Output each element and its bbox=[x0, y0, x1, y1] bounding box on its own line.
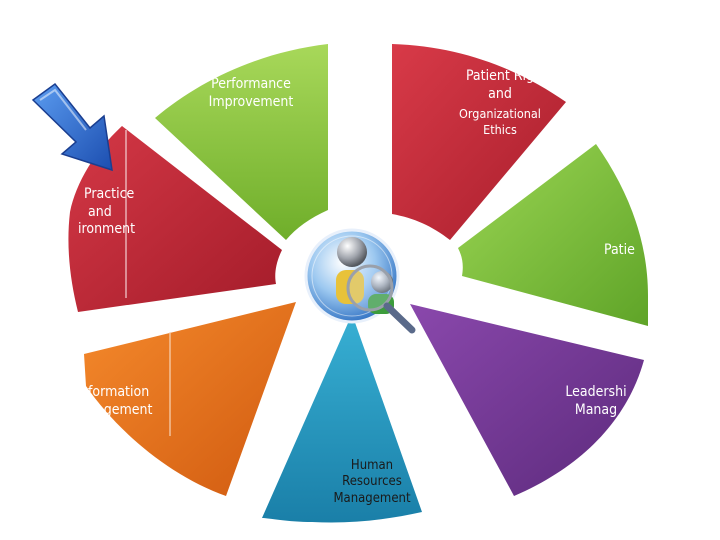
segment-leadership bbox=[410, 304, 644, 496]
label-rights-line3: Organizational bbox=[459, 106, 541, 121]
label-hr-line1: Human bbox=[350, 458, 394, 473]
label-patient-rights: Patient Rig and bbox=[438, 68, 562, 103]
label-hr-line2: Resources bbox=[342, 474, 402, 490]
label-practice-line1: Practice bbox=[84, 186, 135, 202]
segment-performance bbox=[155, 44, 328, 240]
segment-patient-rights bbox=[392, 44, 566, 240]
segment-practice bbox=[68, 126, 282, 312]
label-leadership-line1: Leadershi bbox=[565, 384, 627, 400]
label-leadership-line2: Manag bbox=[574, 401, 618, 418]
label-info: formation nagement bbox=[88, 384, 188, 419]
label-practice-line2: and bbox=[88, 203, 112, 220]
label-performance-line1: Performance bbox=[211, 76, 291, 92]
label-performance-line2: Improvement bbox=[208, 93, 294, 110]
label-info-line2: nagement bbox=[88, 401, 153, 418]
segment-hr bbox=[262, 314, 422, 523]
label-hr-line3: Management bbox=[333, 490, 411, 506]
label-patient: Patie bbox=[604, 242, 650, 260]
label-practice: Practice and ironment bbox=[78, 186, 168, 239]
label-performance: Performance Improvement bbox=[194, 76, 308, 111]
label-rights-line2: and bbox=[488, 85, 512, 102]
pointer-arrow-icon bbox=[31, 82, 113, 172]
label-rights-line1: Patient Rig bbox=[465, 68, 535, 84]
segment-info bbox=[84, 302, 296, 496]
segment-patient bbox=[458, 144, 648, 326]
label-practice-line3: ironment bbox=[78, 221, 135, 237]
label-rights-line4: Ethics bbox=[483, 121, 517, 137]
label-hr: Human Resources Management bbox=[314, 458, 430, 507]
people-magnifier-icon bbox=[304, 228, 416, 334]
label-patient-line1: Patie bbox=[604, 242, 635, 258]
label-info-line1: formation bbox=[88, 384, 150, 400]
label-rights-sub: Organizational Ethics bbox=[440, 106, 560, 137]
label-leadership: Leadershi Manag bbox=[546, 384, 646, 419]
